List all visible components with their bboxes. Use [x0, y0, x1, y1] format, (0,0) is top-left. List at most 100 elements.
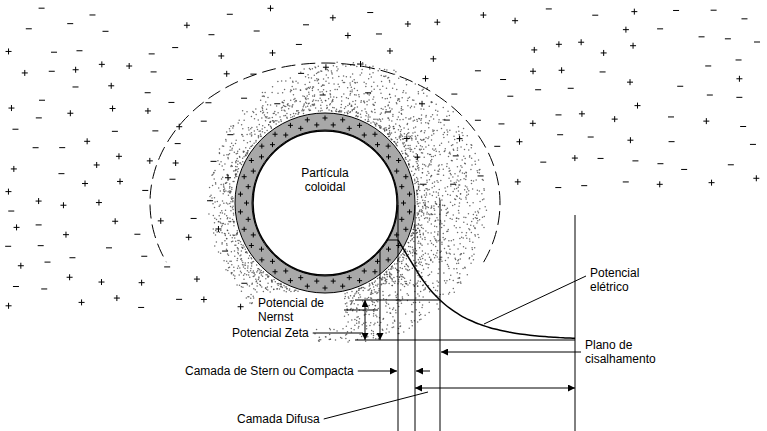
cloud-dot — [441, 128, 443, 130]
cloud-dot — [454, 225, 456, 227]
cloud-dot — [364, 102, 366, 104]
cloud-dot — [355, 100, 357, 102]
cloud-dot — [475, 163, 477, 165]
cloud-dot — [422, 168, 424, 170]
cloud-dot — [330, 329, 332, 331]
cloud-dot — [332, 77, 334, 79]
cloud-dot — [411, 135, 413, 137]
cloud-dot — [247, 152, 249, 154]
cloud-dot — [417, 282, 419, 284]
cloud-dot — [244, 262, 246, 264]
cloud-dot — [386, 129, 388, 131]
cloud-dot — [232, 234, 234, 236]
cloud-dot — [386, 312, 388, 314]
cloud-dot — [418, 212, 420, 214]
cloud-dot — [414, 173, 416, 175]
cloud-dot — [416, 232, 418, 234]
cloud-dot — [247, 142, 249, 144]
cloud-dot — [243, 266, 245, 268]
cloud-dot — [227, 262, 229, 264]
cloud-dot — [320, 339, 322, 341]
cloud-dot — [434, 220, 436, 222]
cloud-dot — [250, 270, 252, 272]
cloud-dot — [234, 275, 236, 277]
cloud-dot — [319, 91, 321, 93]
cloud-dot — [336, 109, 338, 111]
cloud-dot — [417, 183, 419, 185]
cloud-dot — [256, 126, 258, 128]
cloud-dot — [224, 191, 226, 193]
cloud-dot — [382, 294, 384, 296]
cloud-dot — [430, 176, 432, 178]
cloud-dot — [416, 253, 418, 255]
cloud-dot — [364, 297, 366, 299]
cloud-dot — [446, 280, 448, 282]
cloud-dot — [410, 240, 412, 242]
cloud-dot — [362, 62, 364, 64]
cloud-dot — [400, 289, 402, 291]
cloud-dot — [477, 190, 479, 192]
cloud-dot — [456, 196, 458, 198]
cloud-dot — [420, 131, 422, 133]
cloud-dot — [408, 164, 410, 166]
cloud-dot — [418, 167, 420, 169]
cloud-dot — [459, 277, 461, 279]
cloud-dot — [438, 121, 440, 123]
cloud-dot — [363, 323, 365, 325]
cloud-dot — [462, 140, 464, 142]
cloud-dot — [418, 240, 420, 242]
cloud-dot — [458, 212, 460, 214]
cloud-dot — [276, 120, 278, 122]
cloud-dot — [369, 325, 371, 327]
cloud-dot — [435, 240, 437, 242]
cloud-dot — [388, 331, 390, 333]
cloud-dot — [413, 233, 415, 235]
cloud-dot — [445, 209, 447, 211]
cloud-dot — [449, 170, 451, 172]
cloud-dot — [366, 335, 368, 337]
cloud-dot — [404, 278, 406, 280]
cloud-dot — [464, 158, 466, 160]
cloud-dot — [391, 266, 393, 268]
cloud-dot — [468, 194, 470, 196]
cloud-dot — [406, 258, 408, 260]
cloud-dot — [414, 180, 416, 182]
cloud-dot — [276, 105, 278, 107]
cloud-dot — [373, 289, 375, 291]
cloud-dot — [215, 234, 217, 236]
cloud-dot — [424, 205, 426, 207]
cloud-dot — [273, 113, 275, 115]
cloud-dot — [419, 230, 421, 232]
cloud-dot — [460, 146, 462, 148]
cloud-dot — [427, 232, 429, 234]
cloud-dot — [345, 311, 347, 313]
cloud-dot — [278, 283, 280, 285]
cloud-dot — [319, 336, 321, 338]
cloud-dot — [360, 117, 362, 119]
cloud-dot — [252, 296, 254, 298]
cloud-dot — [347, 105, 349, 107]
cloud-dot — [353, 295, 355, 297]
cloud-dot — [456, 221, 458, 223]
cloud-dot — [285, 115, 287, 117]
cloud-dot — [296, 110, 298, 112]
cloud-dot — [373, 82, 375, 84]
cloud-dot — [239, 255, 241, 257]
cloud-dot — [416, 212, 418, 214]
cloud-dot — [218, 221, 220, 223]
cloud-dot — [349, 104, 351, 106]
cloud-dot — [331, 110, 333, 112]
cloud-dot — [407, 98, 409, 100]
cloud-dot — [385, 305, 387, 307]
cloud-dot — [380, 120, 382, 122]
cloud-dot — [286, 117, 288, 119]
cloud-dot — [434, 226, 436, 228]
cloud-dot — [461, 159, 463, 161]
cloud-dot — [375, 305, 377, 307]
cloud-dot — [434, 238, 436, 240]
cloud-dot — [375, 338, 377, 340]
cloud-dot — [238, 274, 240, 276]
cloud-dot — [227, 203, 229, 205]
cloud-dot — [323, 84, 325, 86]
cloud-dot — [414, 106, 416, 108]
